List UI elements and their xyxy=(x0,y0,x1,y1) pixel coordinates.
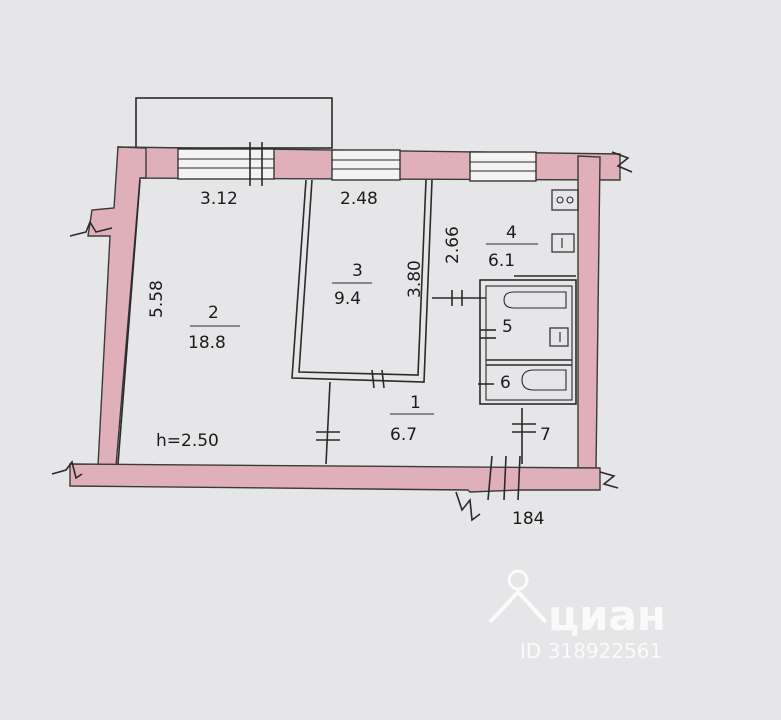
room2-length-label: 5.58 xyxy=(147,280,167,318)
kitchen-stove xyxy=(551,189,579,211)
room4-area: 6.1 xyxy=(488,251,515,271)
bottom-wall xyxy=(69,463,601,493)
toilet xyxy=(521,369,567,391)
room1-number: 1 xyxy=(410,393,421,413)
room6-number: 6 xyxy=(500,373,511,393)
room3-width-label: 2.48 xyxy=(340,189,378,209)
room2-width-label: 3.12 xyxy=(200,189,238,209)
room4-number: 4 xyxy=(506,223,517,243)
watermark-id: ID 318922561 xyxy=(520,639,662,663)
window-room2 xyxy=(177,148,275,180)
ceiling-height-label: h=2.50 xyxy=(156,431,219,451)
room2-number: 2 xyxy=(208,303,219,323)
room7-number: 7 xyxy=(540,425,551,445)
apartment-number: 184 xyxy=(512,509,544,529)
sink xyxy=(549,327,569,347)
kitchen-sink xyxy=(551,233,575,253)
room2-area: 18.8 xyxy=(188,333,226,353)
break-mark-left xyxy=(69,220,113,237)
room4-length-label: 2.66 xyxy=(443,226,463,264)
left-wall xyxy=(87,146,147,467)
location-pin-icon xyxy=(488,569,548,624)
window-room4 xyxy=(469,151,537,182)
room1-area: 6.7 xyxy=(390,425,417,445)
room3-length-label: 3.80 xyxy=(405,260,425,298)
break-mark-bottom-right xyxy=(599,471,619,489)
balcony xyxy=(135,97,333,149)
room3-area: 9.4 xyxy=(334,289,361,309)
watermark: циан ID 318922561 xyxy=(488,569,666,663)
room1-left-wall xyxy=(325,381,331,465)
break-mark-top-right xyxy=(611,151,633,173)
right-wall xyxy=(577,155,601,471)
bathtub xyxy=(503,291,567,309)
bathroom-block xyxy=(479,279,577,405)
room5-number: 5 xyxy=(502,317,513,337)
window-room3 xyxy=(331,149,401,181)
room3-walls xyxy=(291,179,433,383)
break-mark-bottom-left xyxy=(51,460,83,480)
room3-number: 3 xyxy=(352,261,363,281)
watermark-brand: циан xyxy=(548,591,666,640)
break-mark-entry xyxy=(455,491,481,522)
